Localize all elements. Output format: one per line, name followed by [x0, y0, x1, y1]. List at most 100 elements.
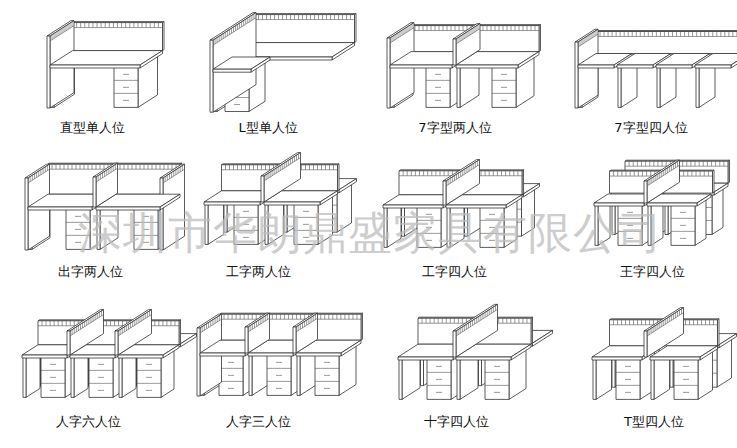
- box-front: [248, 353, 293, 356]
- screen-grille: [298, 326, 299, 331]
- screen-rail: [647, 165, 680, 186]
- box-front: [695, 65, 731, 68]
- screen-grille: [503, 26, 504, 31]
- layout-caption: 出字两人位: [56, 264, 125, 280]
- screen-grille: [664, 31, 665, 36]
- screen-grille: [182, 166, 183, 171]
- screen-grille: [592, 33, 593, 38]
- screen-grille: [70, 23, 71, 28]
- screen-grille: [423, 171, 424, 176]
- drawer-line: [267, 381, 291, 382]
- screen-grille: [120, 164, 121, 169]
- screen-grille: [99, 312, 100, 317]
- screen-rail: [220, 319, 361, 320]
- screen-grille: [415, 26, 416, 31]
- drawer-handle: [324, 375, 330, 376]
- screen-grille: [102, 173, 103, 178]
- screen-grille: [109, 23, 110, 28]
- screen-grille: [470, 30, 471, 35]
- screen-grille: [144, 164, 145, 169]
- screen-grille: [708, 31, 709, 36]
- screen-rail: [96, 168, 118, 182]
- screen-grille: [215, 39, 216, 44]
- box-front: [210, 40, 213, 112]
- screen-grille: [56, 32, 57, 37]
- screen-grille: [708, 171, 709, 176]
- drawer-line: [426, 80, 450, 81]
- screen-grille: [620, 31, 621, 36]
- screen-grille: [407, 171, 408, 176]
- screen-grille: [227, 31, 228, 36]
- screen-grille: [284, 314, 285, 319]
- screen-grille: [531, 26, 532, 31]
- screen-grille: [129, 23, 130, 28]
- screen-grille: [617, 320, 618, 325]
- screen-grille: [300, 324, 301, 329]
- screen-rail: [213, 18, 256, 46]
- screen-grille: [172, 164, 173, 169]
- screen-grille: [655, 326, 656, 331]
- box-front: [594, 203, 644, 206]
- box-side: [506, 195, 522, 208]
- screen-grille: [280, 314, 281, 319]
- box-front: [25, 178, 28, 250]
- screen-grille: [668, 31, 669, 36]
- screen-grille: [651, 178, 652, 183]
- screen-grille: [446, 318, 447, 323]
- screen-grille: [493, 307, 494, 312]
- box-front: [578, 65, 614, 68]
- box-front: [398, 357, 453, 360]
- screen-grille: [711, 161, 712, 166]
- screen-grille: [582, 39, 583, 44]
- box-side: [518, 52, 539, 68]
- screen-grille: [700, 171, 701, 176]
- screen-grille: [476, 318, 477, 323]
- box-front: [249, 355, 252, 395]
- screen-grille: [120, 330, 121, 335]
- screen-grille: [88, 23, 89, 28]
- screen-grille: [244, 314, 245, 319]
- screen-grille: [464, 169, 465, 174]
- box-front: [67, 331, 70, 355]
- screen-grille: [122, 328, 123, 333]
- screen-grille: [298, 154, 299, 159]
- screen-grille: [526, 318, 527, 323]
- screen-grille: [232, 314, 233, 319]
- screen-grille: [649, 320, 650, 325]
- screen-rail: [28, 169, 50, 183]
- screen-grille: [515, 26, 516, 31]
- screen-grille: [158, 321, 159, 326]
- drawer-line: [219, 368, 243, 369]
- screen-grille: [338, 15, 339, 20]
- screen-grille: [104, 171, 105, 176]
- screen-grille: [240, 314, 241, 319]
- screen-grille: [247, 18, 248, 23]
- screen-grille: [483, 26, 484, 31]
- drawer-handle: [228, 362, 234, 363]
- screen-grille: [448, 171, 449, 176]
- screen-grille: [304, 314, 305, 319]
- screen-grille: [431, 26, 432, 31]
- screen-grille: [74, 321, 75, 326]
- screen-grille: [673, 164, 674, 169]
- screen-grille: [217, 317, 218, 322]
- screen-grille: [686, 161, 687, 166]
- drawer-handle: [494, 366, 500, 367]
- drawer-handle: [683, 379, 689, 380]
- screen-grille: [505, 171, 506, 176]
- screen-grille: [282, 164, 283, 169]
- screen-grille: [660, 31, 661, 36]
- box-front: [617, 65, 653, 68]
- screen-grille: [46, 321, 47, 326]
- screen-grille: [667, 318, 668, 323]
- screen-grille: [241, 165, 242, 170]
- screen-grille: [223, 34, 224, 39]
- screen-grille: [212, 320, 213, 325]
- screen-grille: [110, 321, 111, 326]
- screen-grille: [704, 31, 705, 36]
- box-front: [592, 357, 642, 360]
- screen-grille: [411, 171, 412, 176]
- box-front: [427, 359, 451, 399]
- screen-grille: [90, 318, 91, 323]
- screen-grille: [256, 314, 257, 319]
